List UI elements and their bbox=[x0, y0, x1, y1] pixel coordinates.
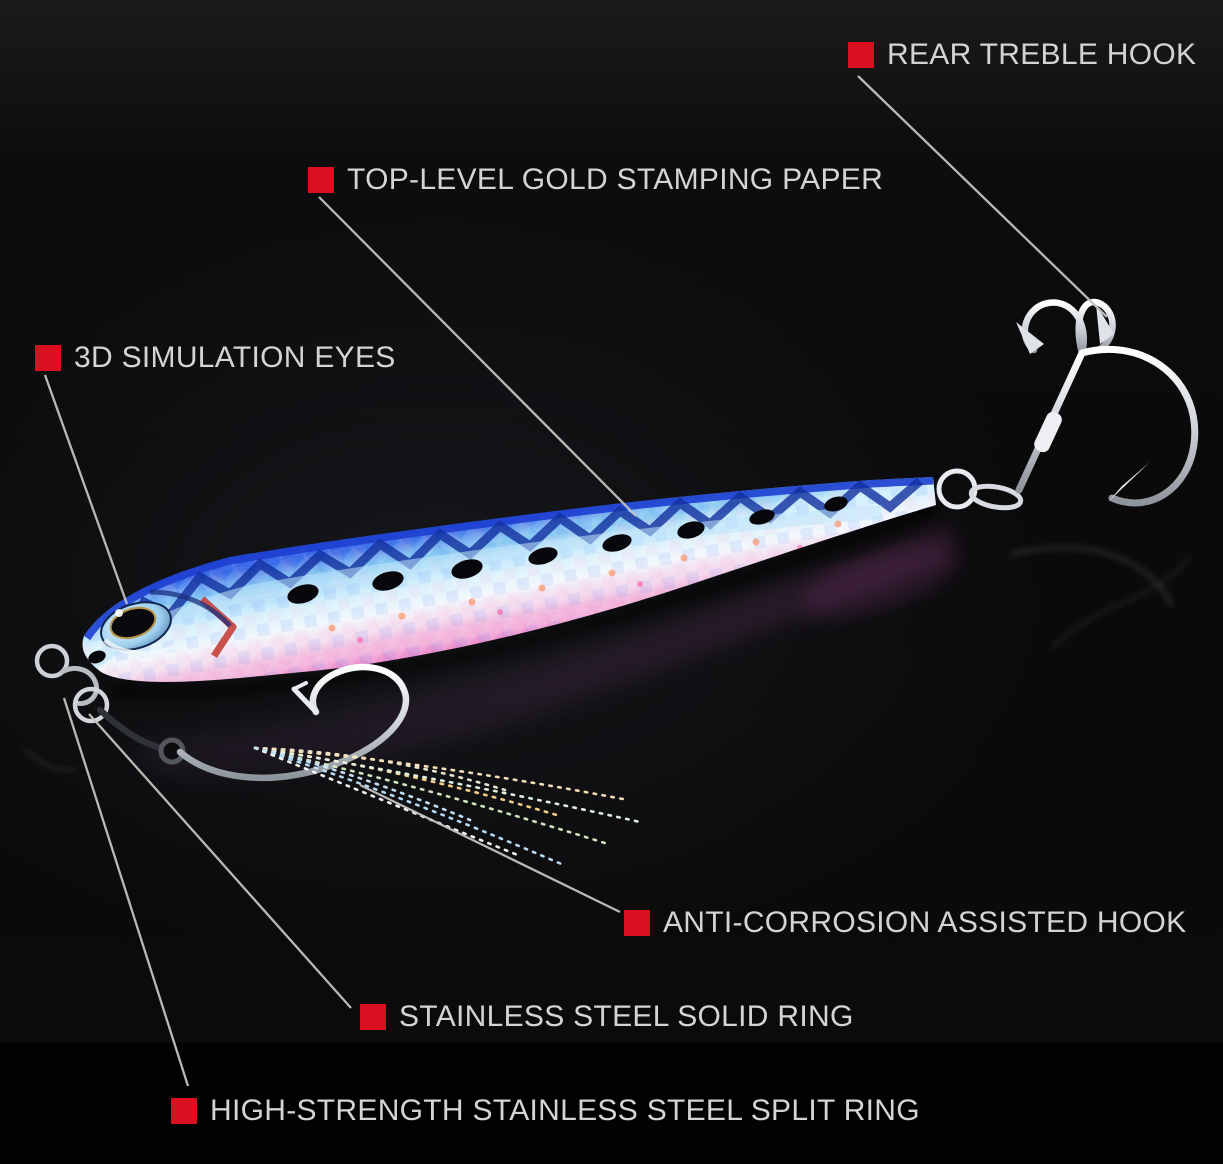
split-ring-graphic bbox=[34, 643, 70, 679]
assist-cord bbox=[96, 706, 168, 753]
tinsel-flash-strands bbox=[253, 746, 642, 868]
red-square-bullet bbox=[308, 167, 334, 193]
red-square-bullet bbox=[848, 42, 874, 68]
callout-label: 3D SIMULATION EYES bbox=[74, 341, 396, 374]
anti-corrosion-assist-hook bbox=[176, 663, 642, 868]
eye-socket-line bbox=[149, 589, 232, 628]
leader-gold-stamping-paper bbox=[318, 196, 637, 517]
body-contact-shadow bbox=[109, 500, 939, 700]
callout-label: TOP-LEVEL GOLD STAMPING PAPER bbox=[347, 163, 884, 196]
callout-leader-lines bbox=[43, 75, 1108, 1087]
rear-treble-hook-graphic bbox=[936, 298, 1199, 511]
callout-simulation-eyes: 3D SIMULATION EYES bbox=[35, 340, 396, 376]
line-tie-hole bbox=[88, 650, 106, 664]
tail-solid-ring-graphic bbox=[936, 468, 978, 510]
leader-simulation-eyes bbox=[43, 374, 129, 605]
callout-label: STAINLESS STEEL SOLID RING bbox=[399, 1000, 854, 1033]
bottom-black-band bbox=[0, 1043, 1223, 1164]
snap-clip-graphic bbox=[59, 666, 99, 707]
callout-solid-ring: STAINLESS STEEL SOLID RING bbox=[360, 999, 854, 1035]
callout-label: HIGH-STRENGTH STAINLESS STEEL SPLIT RING bbox=[210, 1094, 920, 1127]
red-square-bullet bbox=[624, 910, 650, 936]
lateral-spots bbox=[287, 482, 848, 604]
leader-solid-ring bbox=[88, 713, 352, 1009]
callout-label: ANTI-CORROSION ASSISTED HOOK bbox=[663, 906, 1187, 939]
red-square-bullet bbox=[35, 345, 61, 371]
surface-reflections bbox=[22, 522, 1193, 778]
callout-split-ring: HIGH-STRENGTH STAINLESS STEEL SPLIT RING bbox=[171, 1093, 920, 1129]
red-square-bullet bbox=[360, 1004, 386, 1030]
callout-label: REAR TREBLE HOOK bbox=[887, 38, 1197, 71]
leader-assisted-hook bbox=[359, 783, 621, 914]
3d-simulation-eye bbox=[100, 601, 177, 656]
callout-gold-stamping-paper: TOP-LEVEL GOLD STAMPING PAPER bbox=[308, 162, 883, 198]
tail-link-ring-graphic bbox=[968, 483, 1024, 511]
callout-rear-treble-hook: REAR TREBLE HOOK bbox=[848, 37, 1196, 73]
solid-ring-graphic bbox=[72, 686, 110, 724]
leader-rear-treble-hook bbox=[857, 75, 1108, 318]
callout-assisted-hook: ANTI-CORROSION ASSISTED HOOK bbox=[624, 905, 1186, 941]
belly-glints bbox=[328, 520, 842, 643]
red-square-bullet bbox=[171, 1098, 197, 1124]
leader-split-ring bbox=[62, 697, 190, 1087]
